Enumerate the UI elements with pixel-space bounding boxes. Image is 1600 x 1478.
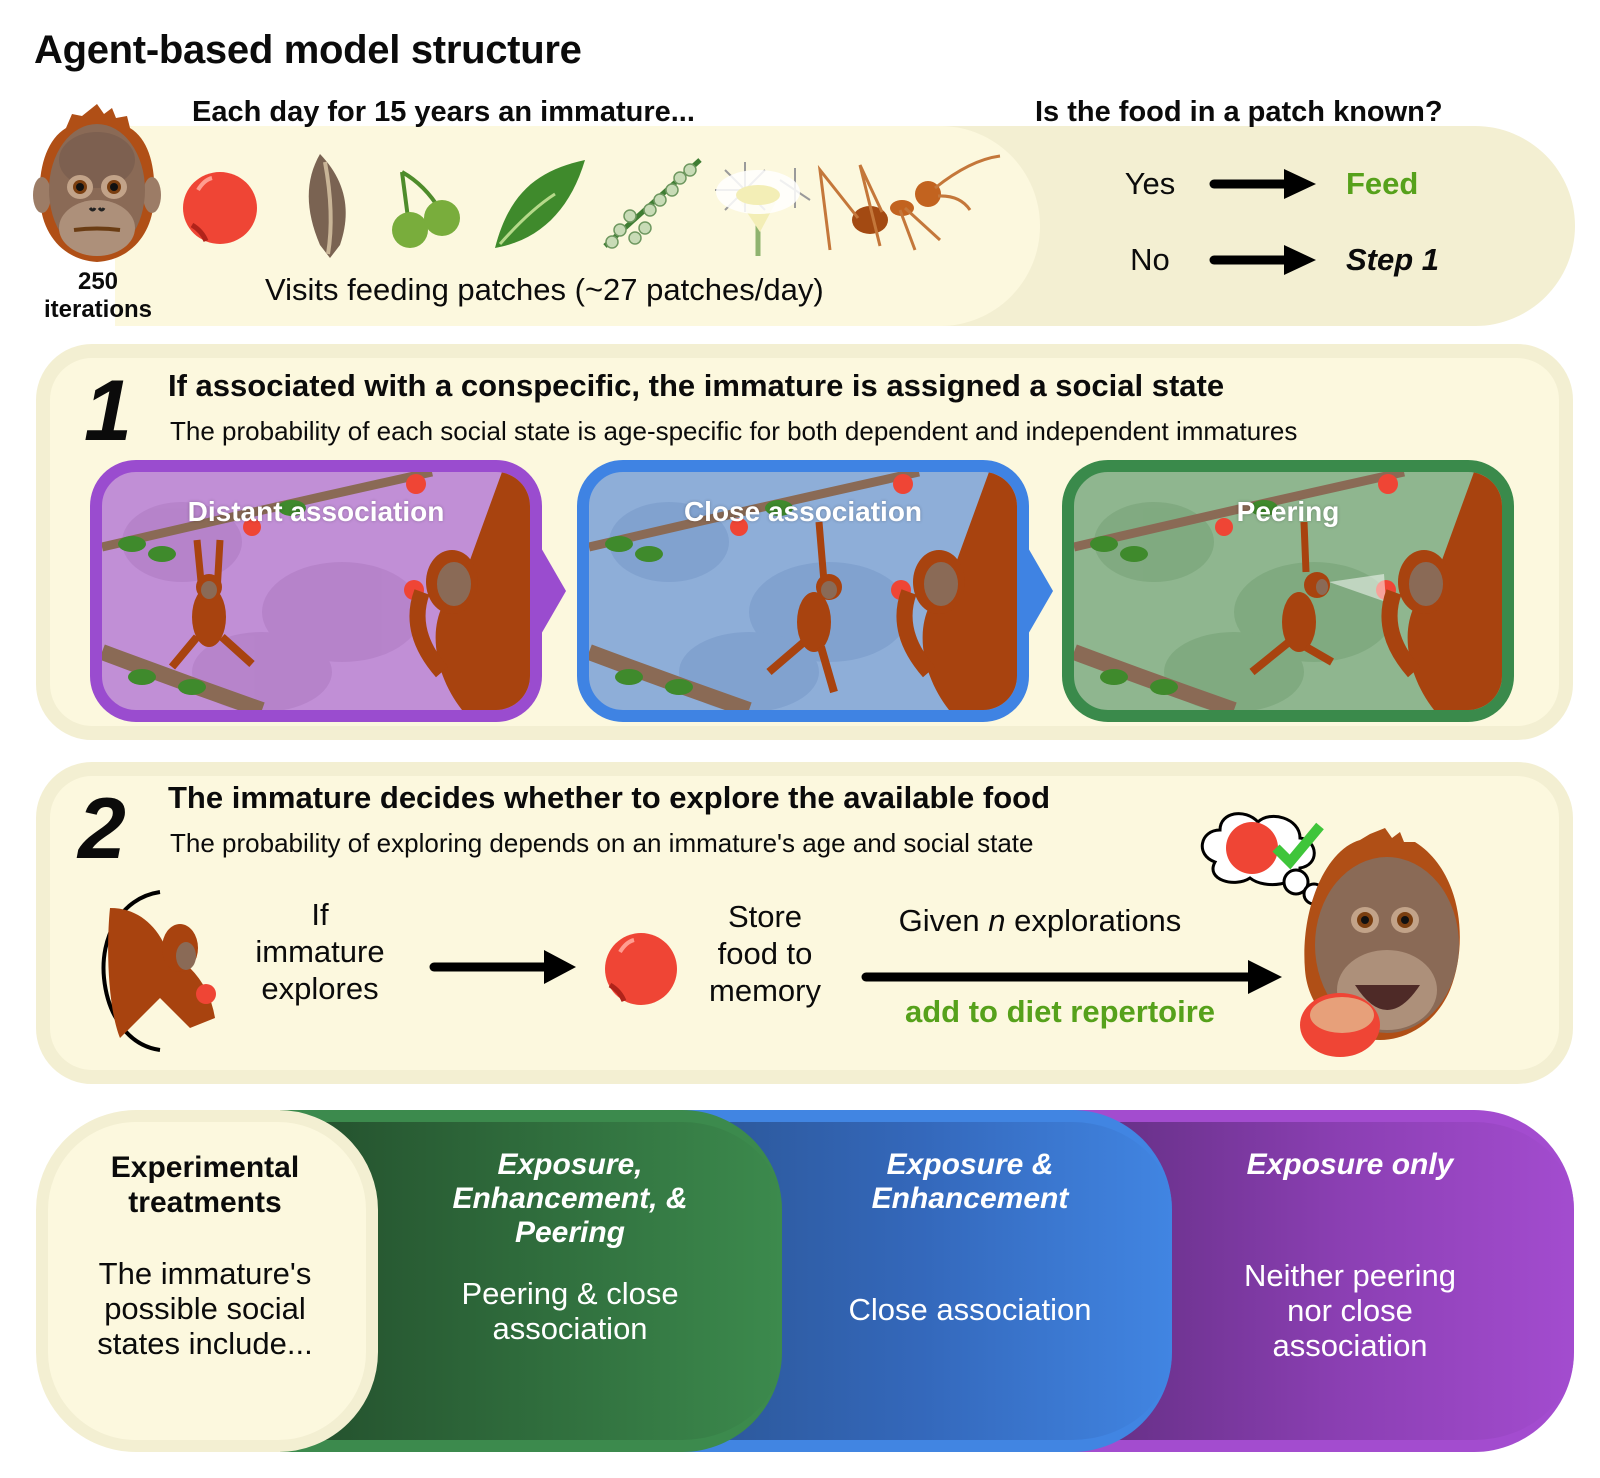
add-to-diet-text: add to diet repertoire (904, 994, 1216, 1029)
each-day-heading: Each day for 15 years an immature... (192, 96, 695, 128)
forest-scene-illustration (589, 472, 1017, 710)
step2-number: 2 (78, 781, 126, 877)
given-n-explorations: Given n explorations (860, 902, 1220, 939)
treatment-name-line: Peering (514, 1216, 626, 1249)
answer-no-row: No Step 1 (1110, 240, 1530, 280)
ant-icon (817, 154, 1001, 251)
arrow-right-icon (429, 950, 576, 984)
treatment-desc-line: association (1272, 1328, 1428, 1363)
treatment-name-line: Enhancement (871, 1182, 1069, 1215)
social-state-label: Peering (1236, 496, 1340, 527)
treatment-name-line: Exposure & (886, 1148, 1054, 1181)
immature-orangutan-icon (766, 521, 842, 694)
flower-spike-icon (603, 158, 702, 249)
treatment-desc-line: Peering & close (461, 1276, 679, 1311)
treatments-intro: The immature's possible social states in… (60, 1256, 350, 1361)
treatment-name: Exposure only (1200, 1148, 1500, 1182)
berries-icon (392, 170, 460, 248)
social-state-distant-association: Distant association (90, 460, 542, 722)
seed-icon (308, 154, 346, 258)
blossom-icon (715, 162, 811, 256)
given-prefix: Given (898, 903, 989, 938)
treatments-header-line: Experimental (110, 1151, 300, 1184)
social-state-close-association: Close association (577, 460, 1029, 722)
social-state-label: Close association (683, 496, 923, 527)
given-suffix: explorations (1005, 903, 1182, 938)
orangutan-face-icon (33, 104, 161, 262)
treatments-intro-line: The immature's (98, 1256, 312, 1291)
treatment-name-line: Enhancement, & (452, 1182, 688, 1215)
answer-no-result: Step 1 (1346, 242, 1440, 277)
forest-scene-illustration (102, 472, 530, 710)
adult-orangutan-icon (1381, 472, 1502, 710)
answer-yes-label: Yes (1124, 166, 1176, 201)
social-state-label: Distant association (187, 496, 445, 527)
store-memory-line: memory (709, 973, 821, 1008)
if-explores-line: explores (261, 971, 379, 1006)
treatments-intro-line: states include... (97, 1326, 313, 1361)
step2-subtitle: The probability of exploring depends on … (170, 828, 1034, 858)
step2-title: The immature decides whether to explore … (168, 780, 1051, 815)
treatment-name: Exposure, Enhancement, & Peering (420, 1148, 720, 1250)
chevron-right-icon (1027, 546, 1053, 636)
treatment-description: Neither peering nor close association (1200, 1258, 1500, 1363)
page-title: Agent-based model structure (34, 28, 582, 72)
treatments-header: Experimental treatments (60, 1150, 350, 1220)
adult-orangutan-icon (896, 472, 1017, 710)
iterations-text: iterations (43, 296, 153, 323)
arrow-right-icon (1209, 245, 1316, 275)
food-types-row (183, 154, 1001, 258)
treatments-intro-line: possible social (104, 1291, 306, 1326)
answer-yes-result: Feed (1346, 166, 1419, 201)
arrow-right-icon (1209, 169, 1316, 199)
fruit-icon (605, 933, 677, 1005)
treatment-description: Peering & close association (420, 1276, 720, 1346)
given-variable: n (988, 903, 1006, 938)
store-memory-line: food to (717, 936, 813, 971)
treatment-name: Exposure & Enhancement (820, 1148, 1120, 1216)
visits-caption: Visits feeding patches (~27 patches/day) (265, 272, 824, 307)
treatment-desc-line: association (492, 1311, 648, 1346)
happy-orangutan-icon (1200, 812, 1460, 1057)
if-explores-text: If immature explores (240, 896, 400, 1007)
treatment-desc-line: Close association (848, 1292, 1092, 1327)
treatments-header-card (36, 1110, 378, 1452)
iterations-count: 250 (77, 268, 119, 295)
adult-orangutan-icon (409, 472, 530, 710)
iterations-label: 250 iterations (28, 268, 168, 324)
answer-no-label: No (1130, 242, 1170, 277)
treatment-desc-line: Neither peering (1244, 1258, 1456, 1293)
answer-yes-row: Yes Feed (1110, 164, 1530, 204)
immature-orangutan-icon (1249, 521, 1334, 676)
treatment-desc-line: nor close (1287, 1293, 1413, 1328)
store-memory-text: Store food to memory (690, 898, 840, 1009)
step1-number: 1 (84, 363, 132, 459)
immature-orangutan-icon (168, 539, 255, 670)
leaf-icon (495, 160, 585, 248)
if-explores-line: If (311, 897, 329, 932)
treatment-description: Close association (800, 1292, 1140, 1327)
arrow-right-icon (861, 960, 1282, 994)
forest-scene-illustration (1074, 472, 1502, 710)
chevron-right-icon (540, 546, 566, 636)
store-memory-line: Store (727, 899, 803, 934)
if-explores-line: immature (255, 934, 385, 969)
exploring-orangutan-icon (101, 890, 216, 1052)
gaze-beam (1329, 574, 1386, 602)
patch-known-question: Is the food in a patch known? (1035, 96, 1443, 128)
social-state-peering: Peering (1062, 460, 1514, 722)
step1-title: If associated with a conspecific, the im… (168, 368, 1225, 403)
fruit-icon (183, 172, 257, 244)
treatment-name-line: Exposure only (1246, 1148, 1454, 1181)
treatment-name-line: Exposure, (497, 1148, 643, 1181)
step1-subtitle: The probability of each social state is … (170, 416, 1298, 446)
treatments-header-line: treatments (128, 1186, 282, 1219)
checkmark-icon (1272, 822, 1324, 870)
